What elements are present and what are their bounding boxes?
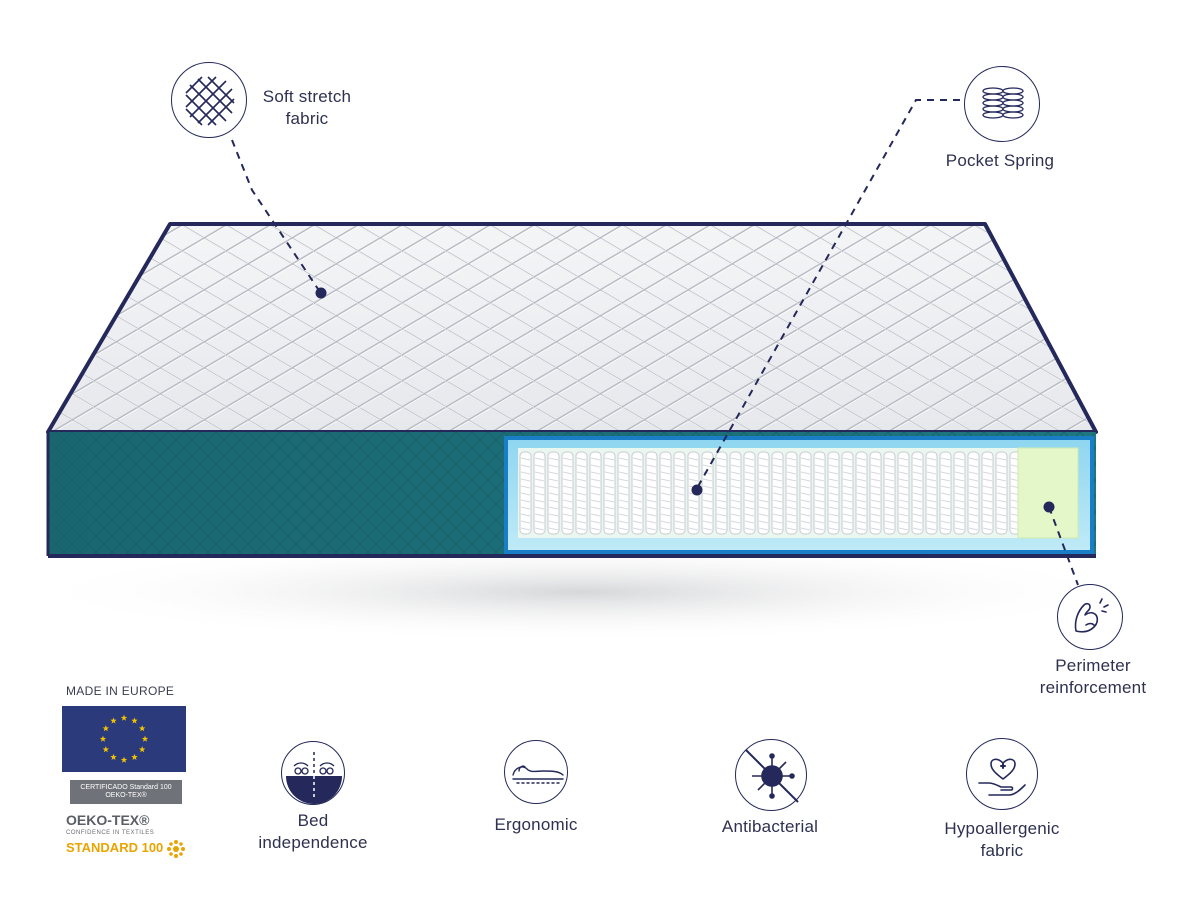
oeko-tex-tagline: CONFIDENCE IN TEXTILES [66,830,155,836]
woven-fabric-icon [171,62,247,138]
oeko-certificate-ribbon: CERTIFICADO Standard 100 OEKO-TEX® [70,780,182,804]
eu-star [99,735,107,742]
eu-star [120,756,128,763]
fabric-pointer-dot [315,287,327,299]
pocket-spring-label: Pocket Spring [945,151,1055,170]
eu-star [102,746,110,753]
eu-star [138,746,146,753]
floor-shadow [20,542,1140,642]
ergonomic-label: Ergonomic [494,815,578,834]
oeko-flower-icon [167,840,185,858]
eu-star [131,753,138,760]
oeko-tex-brand: OEKO-TEX® [66,812,150,828]
ergonomic-sleeper-icon [504,740,568,804]
heart-in-hand-icon [966,738,1038,810]
eu-stars-icon [99,714,149,763]
perimeter-pointer-dot [1043,501,1055,513]
eu-star [110,717,117,724]
spring-pointer-dot [691,484,703,496]
spring-leader-line [695,99,960,491]
eu-star [138,725,146,732]
eu-flag [62,706,186,772]
antibacterial-label: Antibacterial [721,817,819,836]
eu-star [120,714,128,721]
soft-stretch-fabric-label: Soft stretch fabric [262,87,352,128]
coil-springs-icon [964,66,1040,142]
made-in-europe-text: MADE IN EUROPE [66,684,175,698]
no-bacteria-icon [735,739,807,811]
fabric-leader-line [231,139,321,293]
cross-section [504,436,1094,554]
bed-independence-icon [281,741,345,805]
mattress-top [46,222,1098,434]
bed-independence-label: Bed independence [258,811,368,852]
leader-lines [231,99,1079,586]
perimeter-leader-line [1048,506,1079,586]
eu-star [141,735,149,742]
oeko-standard-text: STANDARD 100 [66,840,164,855]
eu-star [102,725,110,732]
certification-block: MADE IN EUROPE CERTIFICADO Standard 100 … [62,684,192,874]
eu-star [131,717,138,724]
perimeter-reinforcement-label: Perimeter reinforcement [1039,656,1147,697]
flexed-arm-icon [1057,584,1123,650]
hypoallergenic-fabric-label: Hypoallergenic fabric [944,819,1060,860]
eu-star [110,753,117,760]
